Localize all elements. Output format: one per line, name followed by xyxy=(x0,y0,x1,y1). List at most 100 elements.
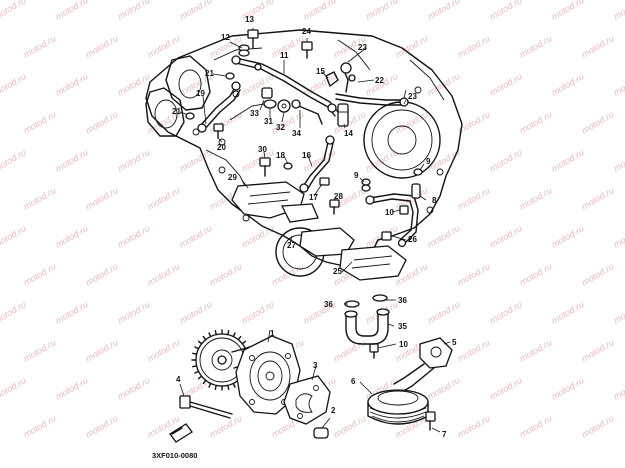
callout-21a: 21 xyxy=(205,69,214,78)
watermark-text: motod.ru xyxy=(146,33,182,59)
watermark-text: motod.ru xyxy=(178,299,214,325)
watermark-text: motod.ru xyxy=(54,223,90,249)
watermark-text: motod.ru xyxy=(580,185,616,211)
callout-4: 4 xyxy=(176,375,181,384)
gear-tooth xyxy=(194,370,200,374)
watermark-text: motod.ru xyxy=(0,223,28,249)
callout-5: 5 xyxy=(452,338,457,347)
gear-tooth xyxy=(241,340,247,345)
callout-23a: 23 xyxy=(358,43,367,52)
watermark-text: motod.ru xyxy=(22,413,58,439)
callout-36a: 36 xyxy=(324,300,333,309)
watermark-text: motod.ru xyxy=(84,33,120,59)
gear-tooth xyxy=(208,332,212,338)
dowel-pin-2 xyxy=(313,427,329,439)
watermark-text: motod.ru xyxy=(550,223,586,249)
watermark-text: motod.ru xyxy=(550,71,586,97)
watermark-text: motod.ru xyxy=(580,109,616,135)
watermark-text: motod.ru xyxy=(550,0,586,22)
watermark-text: motod.ru xyxy=(270,261,306,287)
watermark-text: motod.ru xyxy=(116,375,152,401)
gear-tooth xyxy=(227,330,230,336)
callout-23b: 23 xyxy=(408,92,417,101)
watermark-text: motod.ru xyxy=(84,261,120,287)
callout-18: 18 xyxy=(276,151,285,160)
watermark-text: motod.ru xyxy=(518,109,554,135)
gear-tooth xyxy=(214,330,217,336)
gear-tooth xyxy=(192,352,198,355)
watermark-text: motod.ru xyxy=(488,71,524,97)
callout-24: 24 xyxy=(302,27,311,36)
watermark-text: motod.ru xyxy=(0,299,28,325)
watermark-text: motod.ru xyxy=(84,109,120,135)
watermark-text: motod.ru xyxy=(580,413,616,439)
callout-6: 6 xyxy=(351,377,356,386)
watermark-text: motod.ru xyxy=(426,375,462,401)
watermark-text: motod.ru xyxy=(22,185,58,211)
watermark-text: motod.ru xyxy=(518,337,554,363)
gear-tooth xyxy=(197,340,203,345)
watermark-text: motod.ru xyxy=(456,261,492,287)
callout-27: 27 xyxy=(287,241,296,250)
gear-tooth xyxy=(202,379,207,385)
watermark-text: motod.ru xyxy=(54,299,90,325)
watermark-text: motod.ru xyxy=(612,223,625,249)
oil-delivery-pipe-upper xyxy=(231,55,339,117)
watermark-text: motod.ru xyxy=(332,337,368,363)
watermark-text: motod.ru xyxy=(550,299,586,325)
watermark-text: motod.ru xyxy=(364,0,400,22)
callout-7: 7 xyxy=(442,430,447,439)
watermark-text: motod.ru xyxy=(54,375,90,401)
oil-pipe-16 xyxy=(299,135,335,193)
watermark-text: motod.ru xyxy=(0,0,28,22)
watermark-text: motod.ru xyxy=(426,299,462,325)
gear-tooth xyxy=(192,365,198,368)
watermark-text: motod.ru xyxy=(488,299,524,325)
watermark-text: motod.ru xyxy=(612,375,625,401)
watermark-text: motod.ru xyxy=(580,261,616,287)
callout-35: 35 xyxy=(398,322,407,331)
watermark-text: motod.ru xyxy=(54,147,90,173)
pump-bolt-4 xyxy=(179,395,233,419)
watermark-text: motod.ru xyxy=(116,71,152,97)
watermark-text: motod.ru xyxy=(426,0,462,22)
callout-20: 20 xyxy=(217,143,226,152)
callout-19: 19 xyxy=(196,89,205,98)
watermark-text: motod.ru xyxy=(116,223,152,249)
callout-28: 28 xyxy=(334,192,343,201)
watermark-text: motod.ru xyxy=(240,223,276,249)
callout-2: 2 xyxy=(331,406,336,415)
watermark-text: motod.ru xyxy=(456,33,492,59)
callout-13: 13 xyxy=(245,15,254,24)
callout-numbers: 1 2 3 4 5 6 7 8 9 9 10 10 11 12 13 14 15… xyxy=(172,15,457,439)
watermark-text: motod.ru xyxy=(0,147,28,173)
front-arrow-icon xyxy=(169,423,193,443)
callout-36b: 36 xyxy=(398,296,407,305)
watermark-text: motod.ru xyxy=(208,261,244,287)
callout-15: 15 xyxy=(316,67,325,76)
watermark-text: motod.ru xyxy=(208,109,244,135)
watermark-text: motod.ru xyxy=(240,299,276,325)
watermark-text: motod.ru xyxy=(580,337,616,363)
gear-tooth xyxy=(197,375,203,380)
watermark-text: motod.ru xyxy=(612,147,625,173)
watermark-text: motod.ru xyxy=(0,375,28,401)
watermark-text: motod.ru xyxy=(456,413,492,439)
callout-26: 26 xyxy=(408,235,417,244)
watermark-text: motod.ru xyxy=(116,147,152,173)
diagram-code: 3XF010-0080 xyxy=(152,451,197,460)
watermark-text: motod.ru xyxy=(22,337,58,363)
watermark-text: motod.ru xyxy=(550,147,586,173)
callout-11: 11 xyxy=(280,51,289,60)
watermark-text: motod.ru xyxy=(178,223,214,249)
watermark-text: motod.ru xyxy=(518,413,554,439)
oil-pipe-left xyxy=(197,81,241,133)
callout-30: 30 xyxy=(258,145,267,154)
callout-21b: 21 xyxy=(172,107,181,116)
gear-tooth xyxy=(232,382,236,388)
gear-tooth xyxy=(237,335,242,341)
watermark-text: motod.ru xyxy=(488,0,524,22)
watermark-text: motod.ru xyxy=(0,71,28,97)
watermark-text: motod.ru xyxy=(488,375,524,401)
